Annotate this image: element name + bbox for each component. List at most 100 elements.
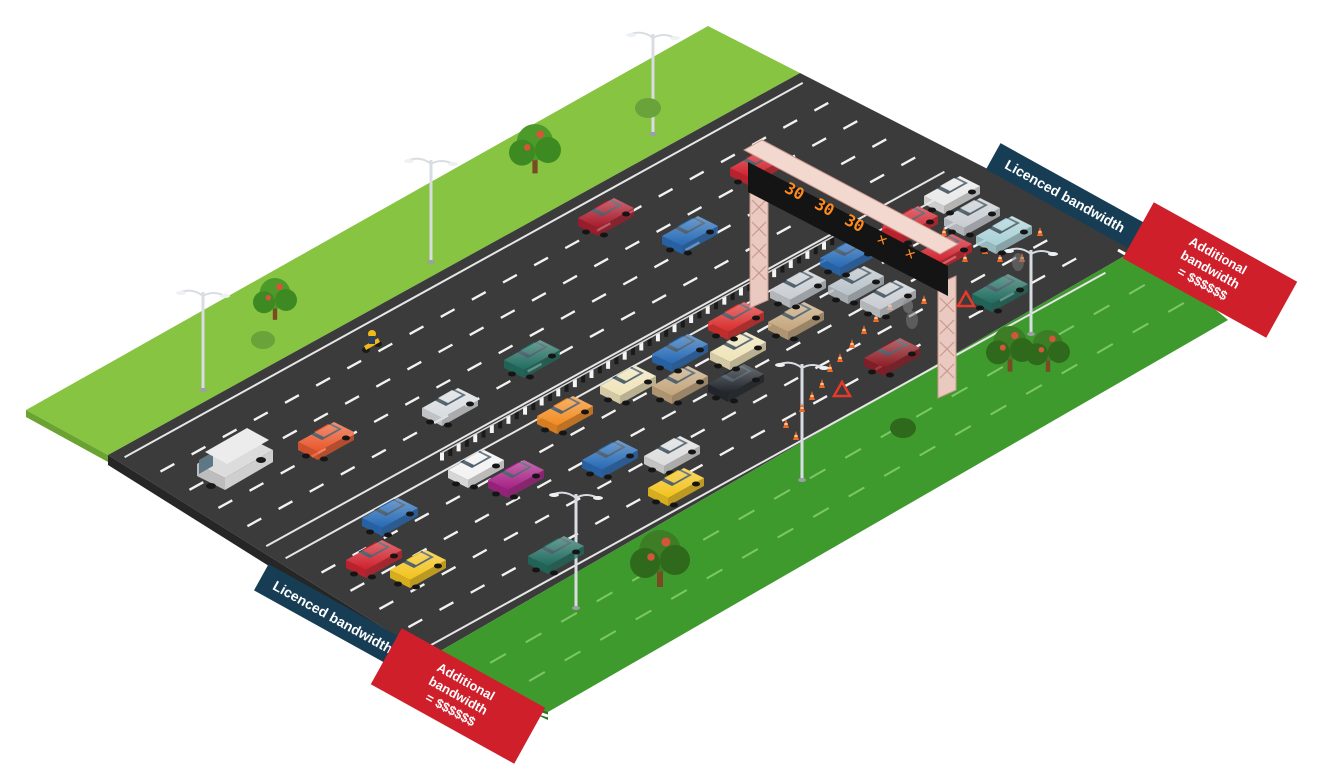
dashed-lane-line <box>785 341 801 352</box>
car-icon <box>860 280 916 320</box>
grass-dash <box>915 406 933 418</box>
car-icon <box>972 274 1028 314</box>
dashed-lane-line <box>377 342 393 353</box>
dashed-lane-line <box>718 188 734 199</box>
car-icon <box>864 338 920 378</box>
dashed-lane-line <box>968 309 984 319</box>
dashed-lane-line <box>538 443 554 454</box>
guardrail-segment <box>697 310 702 319</box>
dashed-lane-line <box>720 153 736 164</box>
dashed-lane-line <box>716 224 732 234</box>
dark-grass-verge <box>430 247 1228 712</box>
grass-dash <box>670 589 688 600</box>
warning-triangle-icon <box>831 289 977 398</box>
guardrail-segment <box>738 287 743 296</box>
grass-dash <box>773 488 791 500</box>
dashed-lane-line <box>871 138 887 149</box>
dashed-lane-line <box>533 256 549 267</box>
car-icon <box>488 460 544 500</box>
bush <box>635 98 661 118</box>
dashed-lane-line <box>812 394 828 405</box>
car-icon <box>504 340 560 380</box>
guardrail-segment <box>464 438 469 447</box>
guardrail-segment <box>531 402 536 411</box>
guardrail-segment <box>547 392 552 401</box>
dashed-lane-line <box>502 273 518 284</box>
grass-dash <box>525 632 542 644</box>
grass-dash <box>1096 343 1114 354</box>
car-icon <box>648 468 704 508</box>
dashed-lane-line <box>280 464 296 475</box>
guardrail-segment <box>689 314 694 323</box>
dashed-lane-line <box>320 563 336 574</box>
grass-dash <box>599 630 617 641</box>
dashed-lane-line <box>534 514 550 525</box>
guardrail-segment <box>655 333 660 342</box>
dashed-lane-line <box>246 517 262 528</box>
guardrail-segment <box>680 319 685 328</box>
guardrail-segment <box>456 443 461 452</box>
dashed-lane-line <box>783 376 799 387</box>
dashed-lane-line <box>344 395 360 405</box>
dashed-lane-line <box>474 513 490 524</box>
grass-dash <box>990 404 1007 416</box>
dashed-lane-line <box>687 206 703 216</box>
dashed-lane-line <box>565 497 581 507</box>
dashed-lane-line <box>438 601 454 612</box>
dashed-lane-line <box>754 358 770 369</box>
street-lamp-icon <box>775 361 829 482</box>
grass-dash <box>1061 363 1078 375</box>
traffic-cone-icon <box>873 313 879 322</box>
grass-dash <box>883 466 901 477</box>
dashed-lane-line <box>505 496 521 506</box>
dashed-lane-line <box>601 409 617 419</box>
dashed-lane-line <box>470 584 486 594</box>
grass-dash <box>738 509 755 521</box>
dashed-lane-line <box>435 378 451 389</box>
dashed-lane-line <box>596 479 612 490</box>
guardrail-segment <box>606 360 611 369</box>
car-icon <box>578 198 634 238</box>
dashed-lane-line <box>445 495 461 505</box>
dashed-lane-line <box>536 478 552 489</box>
dashed-lane-line <box>692 392 708 403</box>
car-icon <box>298 422 354 462</box>
dashed-lane-line <box>781 412 797 422</box>
traffic-cone-icon <box>997 253 1003 262</box>
dashed-lane-line <box>900 156 916 167</box>
dashed-lane-line <box>869 173 885 184</box>
dashed-lane-line <box>315 376 331 387</box>
guardrail-top-rail <box>441 234 837 454</box>
guardrail-segment <box>506 415 511 424</box>
grass-dash <box>706 568 723 580</box>
dashed-lane-line <box>562 274 578 285</box>
dashed-lane-line <box>589 328 605 339</box>
car-icon <box>768 302 824 342</box>
car-icon <box>362 498 418 538</box>
bush <box>890 418 916 438</box>
dashed-lane-line <box>277 500 293 511</box>
dashed-lane-line <box>346 359 362 370</box>
trees <box>251 98 1070 587</box>
grass-dash <box>777 527 794 539</box>
guardrail-segment <box>813 246 818 255</box>
dashed-lane-line <box>529 327 545 338</box>
dashed-lane-line <box>620 311 636 321</box>
guardrail-segment <box>705 305 710 314</box>
dashed-lane-line <box>594 515 610 526</box>
grass-dash <box>951 386 968 398</box>
grass-dash <box>596 591 613 603</box>
traffic-cone-icon <box>827 363 833 372</box>
dashed-lane-line <box>407 618 423 629</box>
dashed-lane-line <box>782 119 798 129</box>
grass-dash <box>954 425 972 436</box>
dashed-lane-line <box>750 429 766 440</box>
dashed-lane-line <box>373 413 389 424</box>
guardrail-segment <box>630 347 635 356</box>
car-icon <box>537 396 593 436</box>
dashed-lane-line <box>313 412 329 423</box>
car-icon <box>448 450 504 490</box>
car-icon <box>422 388 478 428</box>
tree-icon <box>1026 330 1070 372</box>
dashed-lane-line <box>253 411 269 422</box>
